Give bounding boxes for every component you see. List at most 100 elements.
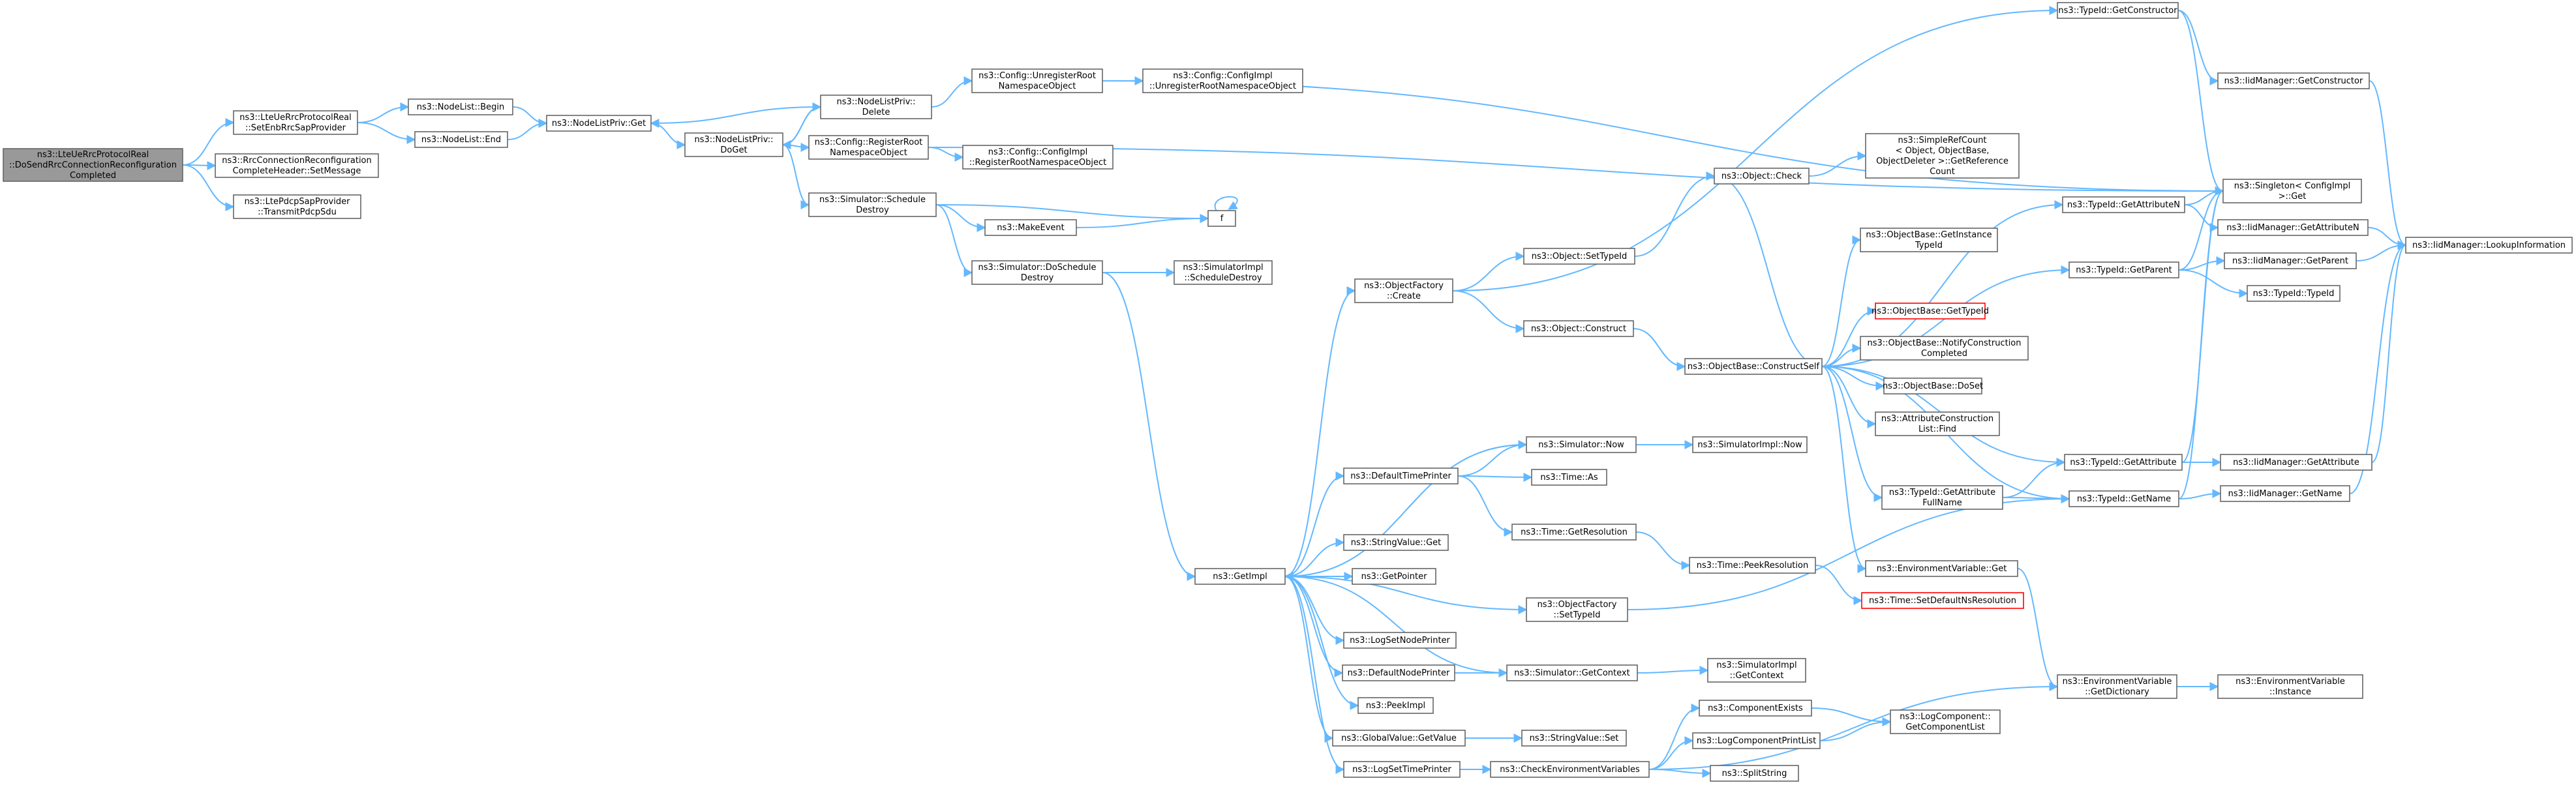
function-node-env-get-dict[interactable]: ns3::EnvironmentVariable::GetDictionary xyxy=(2057,674,2177,699)
function-node-str-val-set[interactable]: ns3::StringValue::Set xyxy=(1521,730,1627,747)
function-node-sim-impl-now[interactable]: ns3::SimulatorImpl::Now xyxy=(1692,436,1808,453)
function-node-cfg-reg[interactable]: ns3::Config::RegisterRootNamespaceObject xyxy=(808,135,929,160)
function-node-get-impl[interactable]: ns3::GetImpl xyxy=(1194,568,1286,585)
function-node-log-comp-get-list[interactable]: ns3::LogComponent::GetComponentList xyxy=(1890,709,2001,734)
call-edge xyxy=(935,204,1209,223)
node-box xyxy=(1692,732,1821,749)
node-label-line: ns3::IidManager::GetAttributeN xyxy=(2226,223,2359,233)
function-node-ob-notify[interactable]: ns3::ObjectBase::NotifyConstructionCompl… xyxy=(1860,336,2029,361)
node-box xyxy=(408,98,513,115)
node-label-line: ::Create xyxy=(1387,291,1421,301)
function-node-sim-impl-sched[interactable]: ns3::SimulatorImpl::ScheduleDestroy xyxy=(1174,260,1273,285)
node-box xyxy=(1342,664,1455,681)
node-box xyxy=(2217,72,2370,89)
function-node-str-val-get[interactable]: ns3::StringValue::Get xyxy=(1343,534,1449,551)
function-node-ob-construct-self[interactable]: ns3::ObjectBase::ConstructSelf xyxy=(1684,358,1823,375)
function-node-f[interactable]: f xyxy=(1207,210,1236,227)
call-edge xyxy=(1633,328,1686,371)
function-node-obj-construct[interactable]: ns3::Object::Construct xyxy=(1523,320,1634,337)
function-node-rrc-set-msg[interactable]: ns3::RrcConnectionReconfigurationComplet… xyxy=(215,153,379,178)
node-label-line: ns3::LteUeRrcProtocolReal xyxy=(239,113,352,123)
function-node-nl-end[interactable]: ns3::NodeList::End xyxy=(414,131,508,148)
function-node-iid-get-parent[interactable]: ns3::IidManager::GetParent xyxy=(2224,252,2357,269)
function-node-log-set-time-printer[interactable]: ns3::LogSetTimePrinter xyxy=(1343,761,1461,778)
function-node-ob-do-set[interactable]: ns3::ObjectBase::DoSet xyxy=(1883,378,1983,394)
call-edge xyxy=(2178,186,2224,499)
function-node-obj-check[interactable]: ns3::Object::Check xyxy=(1714,168,1810,185)
call-edge xyxy=(182,164,235,211)
function-node-singleton-get[interactable]: ns3::Singleton< ConfigImpl>::Get xyxy=(2222,179,2362,203)
function-node-check-env[interactable]: ns3::CheckEnvironmentVariables xyxy=(1490,761,1650,778)
function-node-tid-get-constructor[interactable]: ns3::TypeId::GetConstructor xyxy=(2057,2,2179,19)
function-node-sim-sched-destroy[interactable]: ns3::Simulator::ScheduleDestroy xyxy=(808,192,937,217)
node-label-line: ns3::Config::ConfigImpl xyxy=(1173,71,1273,81)
function-node-obj-set-type-id[interactable]: ns3::Object::SetTypeId xyxy=(1523,248,1635,265)
call-edge xyxy=(512,106,548,128)
function-node-cfg-impl-unreg[interactable]: ns3::Config::ConfigImpl::UnregisterRootN… xyxy=(1142,68,1303,93)
function-node-tid-get-parent[interactable]: ns3::TypeId::GetParent xyxy=(2068,261,2179,278)
function-node-get-pointer[interactable]: ns3::GetPointer xyxy=(1352,568,1436,585)
node-label-line: ns3::MakeEvent xyxy=(997,223,1065,233)
function-node-peek-impl[interactable]: ns3::PeekImpl xyxy=(1357,697,1434,714)
function-node-root[interactable]: ns3::LteUeRrcProtocolReal::DoSendRrcConn… xyxy=(3,148,183,182)
function-node-split-string[interactable]: ns3::SplitString xyxy=(1710,765,1799,782)
function-node-simple-ref[interactable]: ns3::SimpleRefCount< Object, ObjectBase,… xyxy=(1865,133,2020,179)
call-edge xyxy=(2178,269,2249,298)
node-label-line: ::ScheduleDestroy xyxy=(1184,273,1262,283)
call-edge xyxy=(2371,241,2407,463)
node-box xyxy=(1142,68,1303,93)
node-box xyxy=(1352,568,1436,585)
node-box xyxy=(1357,697,1434,714)
function-node-sim-now[interactable]: ns3::Simulator::Now xyxy=(1526,436,1637,453)
function-node-set-enb[interactable]: ns3::LteUeRrcProtocolReal::SetEnbRrcSapP… xyxy=(233,110,358,135)
function-node-nlp-delete[interactable]: ns3::NodeListPriv::Delete xyxy=(820,95,932,119)
function-node-tid-get-name[interactable]: ns3::TypeId::GetName xyxy=(2068,490,2179,507)
function-node-nl-begin[interactable]: ns3::NodeList::Begin xyxy=(408,98,513,115)
node-label-line: f xyxy=(1220,214,1224,224)
call-edge xyxy=(1811,707,1892,726)
function-node-iid-lookup[interactable]: ns3::IidManager::LookupInformation xyxy=(2405,237,2573,254)
function-node-transmit-pdcp[interactable]: ns3::LtePdcpSapProvider::TransmitPdcpSdu xyxy=(233,194,361,219)
function-node-sim-get-context[interactable]: ns3::Simulator::GetContext xyxy=(1506,664,1638,681)
function-node-comp-exists[interactable]: ns3::ComponentExists xyxy=(1699,700,1812,717)
function-node-env-instance[interactable]: ns3::EnvironmentVariable::Instance xyxy=(2217,674,2363,699)
function-node-of-create[interactable]: ns3::ObjectFactory::Create xyxy=(1354,278,1453,303)
function-node-time-peek-res[interactable]: ns3::Time::PeekResolution xyxy=(1689,557,1816,574)
node-label-line: ns3::NodeList::Begin xyxy=(417,102,504,112)
node-label-line: ns3::SimulatorImpl::Now xyxy=(1697,440,1802,450)
function-node-make-event[interactable]: ns3::MakeEvent xyxy=(984,219,1077,236)
function-node-iid-get-name[interactable]: ns3::IidManager::GetName xyxy=(2220,485,2350,502)
function-node-cfg-impl-reg[interactable]: ns3::Config::ConfigImpl::RegisterRootNam… xyxy=(962,145,1114,170)
function-node-tid-get-attr-n[interactable]: ns3::TypeId::GetAttributeN xyxy=(2062,196,2185,213)
function-node-sim-impl-get-context[interactable]: ns3::SimulatorImpl::GetContext xyxy=(1707,658,1806,683)
function-node-log-set-node-printer[interactable]: ns3::LogSetNodePrinter xyxy=(1343,632,1457,649)
function-node-time-get-res[interactable]: ns3::Time::GetResolution xyxy=(1511,524,1637,541)
node-label-line: Destroy xyxy=(1021,273,1054,283)
function-node-iid-get-attr-n[interactable]: ns3::IidManager::GetAttributeN xyxy=(2217,219,2369,236)
function-node-tid-type-id[interactable]: ns3::TypeId::TypeId xyxy=(2247,285,2341,302)
function-node-time-set-def-ns[interactable]: ns3::Time::SetDefaultNsResolution xyxy=(1861,592,2024,609)
call-edge xyxy=(935,204,986,232)
node-label-line: GetComponentList xyxy=(1905,722,1984,732)
node-label-line: ns3::Time::As xyxy=(1540,473,1598,483)
function-node-log-comp-print-list[interactable]: ns3::LogComponentPrintList xyxy=(1692,732,1821,749)
function-node-time-as[interactable]: ns3::Time::As xyxy=(1531,469,1607,486)
function-node-iid-get-constructor[interactable]: ns3::IidManager::GetConstructor xyxy=(2217,72,2370,89)
function-node-nlp-do-get[interactable]: ns3::NodeListPriv::DoGet xyxy=(684,132,783,157)
node-label-line: < Object, ObjectBase, xyxy=(1896,146,1990,156)
function-node-cfg-unreg[interactable]: ns3::Config::UnregisterRootNamespaceObje… xyxy=(971,68,1103,93)
function-node-iid-get-attr[interactable]: ns3::IidManager::GetAttribute xyxy=(2220,454,2372,471)
function-node-env-get[interactable]: ns3::EnvironmentVariable::Get xyxy=(1865,560,2018,577)
function-node-nlp-get[interactable]: ns3::NodeListPriv::Get xyxy=(546,115,652,132)
function-node-def-time-printer[interactable]: ns3::DefaultTimePrinter xyxy=(1343,468,1459,484)
function-node-of-set-type-id[interactable]: ns3::ObjectFactory::SetTypeId xyxy=(1526,597,1628,622)
node-label-line: ns3::Config::UnregisterRoot xyxy=(978,71,1096,81)
function-node-ob-get-type-id[interactable]: ns3::ObjectBase::GetTypeId xyxy=(1871,303,1989,319)
function-node-gv-get-value[interactable]: ns3::GlobalValue::GetValue xyxy=(1332,730,1466,747)
function-node-def-node-printer[interactable]: ns3::DefaultNodePrinter xyxy=(1342,664,1455,681)
function-node-tid-get-attr[interactable]: ns3::TypeId::GetAttribute xyxy=(2064,454,2183,471)
